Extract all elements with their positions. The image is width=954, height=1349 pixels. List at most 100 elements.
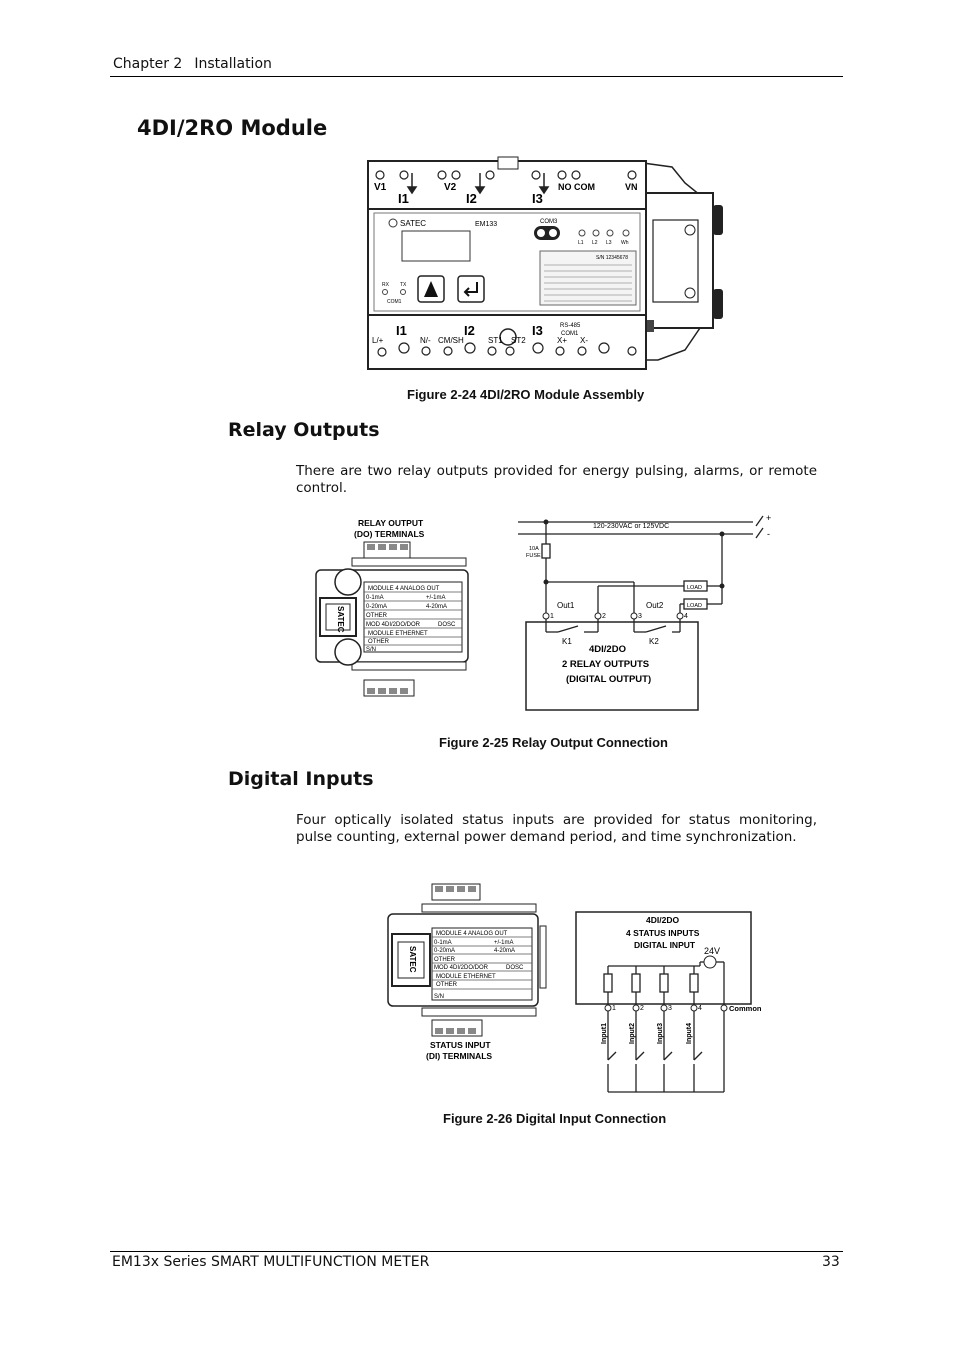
led-wh-label: Wh xyxy=(621,240,629,246)
bottom-terminal-xplus: X+ xyxy=(557,336,567,345)
rs485-label: RS-485 xyxy=(560,323,581,329)
di-module-name: 4DI/2DO xyxy=(646,915,679,925)
enter-button xyxy=(457,275,485,303)
tx-label: TX xyxy=(400,282,407,288)
top-terminal-screws xyxy=(375,170,637,180)
top-current-i3: I3 xyxy=(532,191,543,206)
label-row-ethernet: MODULE ETHERNET xyxy=(368,631,428,637)
label-row-analog-out: MODULE 4 ANALOG OUT xyxy=(368,586,440,592)
module-side-housing xyxy=(642,162,723,361)
figure-2-25-caption: Figure 2-25 Relay Output Connection xyxy=(439,735,668,750)
svg-text:2: 2 xyxy=(602,613,606,620)
di-voltage-label: 24V xyxy=(704,946,720,956)
top-terminal-com: COM xyxy=(574,182,595,192)
di-input2-label: Input2 xyxy=(629,1023,636,1044)
di-label-row-sn: S/N xyxy=(434,994,444,1000)
di-label-row-0-1ma: 0-1mA xyxy=(434,940,452,946)
di-module-brand-label: SATEC xyxy=(408,946,417,973)
bottom-terminal-n: N/- xyxy=(420,336,431,345)
di-label-row-4di2do: MOD 4DI/2DO/DOR xyxy=(434,965,489,971)
svg-text:3: 3 xyxy=(668,1005,672,1012)
k1-label: K1 xyxy=(562,637,572,646)
footer-rule xyxy=(110,1251,843,1252)
label-row-other-1: OTHER xyxy=(366,613,388,619)
module-assembly-figure: V1 V2 NO COM VN I1 I2 I3 SATEC EM133 COM… xyxy=(367,156,723,370)
chapter-label: Chapter 2 xyxy=(113,56,183,72)
svg-text:2: 2 xyxy=(640,1005,644,1012)
di-label-row-other-2: OTHER xyxy=(436,982,458,988)
led-l3-label: L3 xyxy=(606,240,612,246)
figure-2-26-caption: Figure 2-26 Digital Input Connection xyxy=(443,1111,667,1126)
di-box-line2: DIGITAL INPUT xyxy=(634,940,696,950)
com1-bottom-label: COM1 xyxy=(561,331,579,337)
relay-outputs-paragraph: There are two relay outputs provided for… xyxy=(296,463,817,496)
load-label-2: LOAD xyxy=(687,603,702,609)
top-terminal-v2: V2 xyxy=(444,182,457,193)
out2-label: Out2 xyxy=(646,601,664,610)
di-label-row-4-20ma: 4-20mA xyxy=(494,948,515,954)
led-l1-label: L1 xyxy=(578,240,584,246)
header-rule xyxy=(110,76,843,77)
relay-terminal-label-2: (DO) TERMINALS xyxy=(354,529,425,539)
top-terminal-v1: V1 xyxy=(374,182,387,193)
bottom-current-i1: I1 xyxy=(396,323,407,338)
fuse-label-2: FUSE xyxy=(526,553,541,559)
page-title: 4DI/2RO Module xyxy=(137,116,328,140)
svg-text:4: 4 xyxy=(698,1005,702,1012)
di-common-label: Common xyxy=(729,1004,762,1013)
bottom-terminal-st2: ST2 xyxy=(511,336,526,345)
current-arrow-icons xyxy=(406,173,550,195)
relay-wiring-diagram xyxy=(518,515,764,711)
rx-label: RX xyxy=(382,282,390,288)
relay-module-name: 4DI/2DO xyxy=(589,644,626,655)
svg-text:4: 4 xyxy=(684,613,688,620)
di-box-line1: 4 STATUS INPUTS xyxy=(626,928,700,938)
bottom-current-i3: I3 xyxy=(532,323,543,338)
label-row-dosc: DOSC xyxy=(438,622,456,628)
com1-front-label: COM1 xyxy=(387,299,402,305)
com3-label: COM3 xyxy=(540,219,558,225)
label-row-4di2do: MOD 4DI/2DO/DOR xyxy=(366,622,421,628)
di-label-row-dosc: DOSC xyxy=(506,965,524,971)
label-row-4-20ma: 4-20mA xyxy=(426,604,447,610)
fuse-label-1: 10A xyxy=(529,546,539,552)
footer-title: EM13x Series SMART MULTIFUNCTION METER xyxy=(112,1254,430,1270)
bottom-terminal-screws xyxy=(377,342,637,357)
relay-terminal-label-1: RELAY OUTPUT xyxy=(358,518,424,528)
bottom-terminal-cmsh: CM/SH xyxy=(438,336,464,345)
relay-output-figure: RELAY OUTPUT (DO) TERMINALS SATEC MODULE… xyxy=(315,513,771,711)
digital-inputs-heading: Digital Inputs xyxy=(228,768,374,790)
di-label-row-pm1ma: +/-1mA xyxy=(494,940,514,946)
svg-text:1: 1 xyxy=(550,613,554,620)
dc-source-icon xyxy=(703,955,717,969)
out1-label: Out1 xyxy=(557,601,575,610)
label-row-other-2: OTHER xyxy=(368,639,390,645)
di-input4-label: Input4 xyxy=(686,1023,693,1044)
bottom-terminal-l: L/+ xyxy=(372,336,384,345)
svg-text:3: 3 xyxy=(638,613,642,620)
serial-label: S/N 12345678 xyxy=(596,255,628,261)
page-number: 33 xyxy=(822,1254,840,1270)
model-label: EM133 xyxy=(475,221,497,228)
supply-minus: - xyxy=(767,529,770,539)
module-brand-label: SATEC xyxy=(336,606,345,633)
brand-label: SATEC xyxy=(400,219,426,228)
lcd-display xyxy=(401,230,471,262)
relay-box-line2: (DIGITAL OUTPUT) xyxy=(566,674,651,685)
label-row-sn: S/N xyxy=(366,647,376,653)
k2-label: K2 xyxy=(649,637,659,646)
supply-plus: + xyxy=(766,513,771,523)
load-label-1: LOAD xyxy=(687,585,702,591)
bottom-terminal-xminus: X- xyxy=(580,336,588,345)
di-input3-label: Input3 xyxy=(657,1023,664,1044)
digital-inputs-paragraph: Four optically isolated status inputs ar… xyxy=(296,812,817,845)
enter-arrow-icon xyxy=(463,282,478,297)
top-terminal-no: NO xyxy=(558,182,572,192)
bottom-terminal-st1: ST1 xyxy=(488,336,503,345)
di-wiring-diagram xyxy=(575,911,752,1093)
label-row-pm1ma: +/-1mA xyxy=(426,595,446,601)
di-module-drawing: SATEC MODULE 4 ANALOG OUT 0-1mA +/-1mA 0… xyxy=(387,883,547,1061)
top-terminal-vn: VN xyxy=(625,182,638,192)
relay-outputs-heading: Relay Outputs xyxy=(228,419,380,441)
